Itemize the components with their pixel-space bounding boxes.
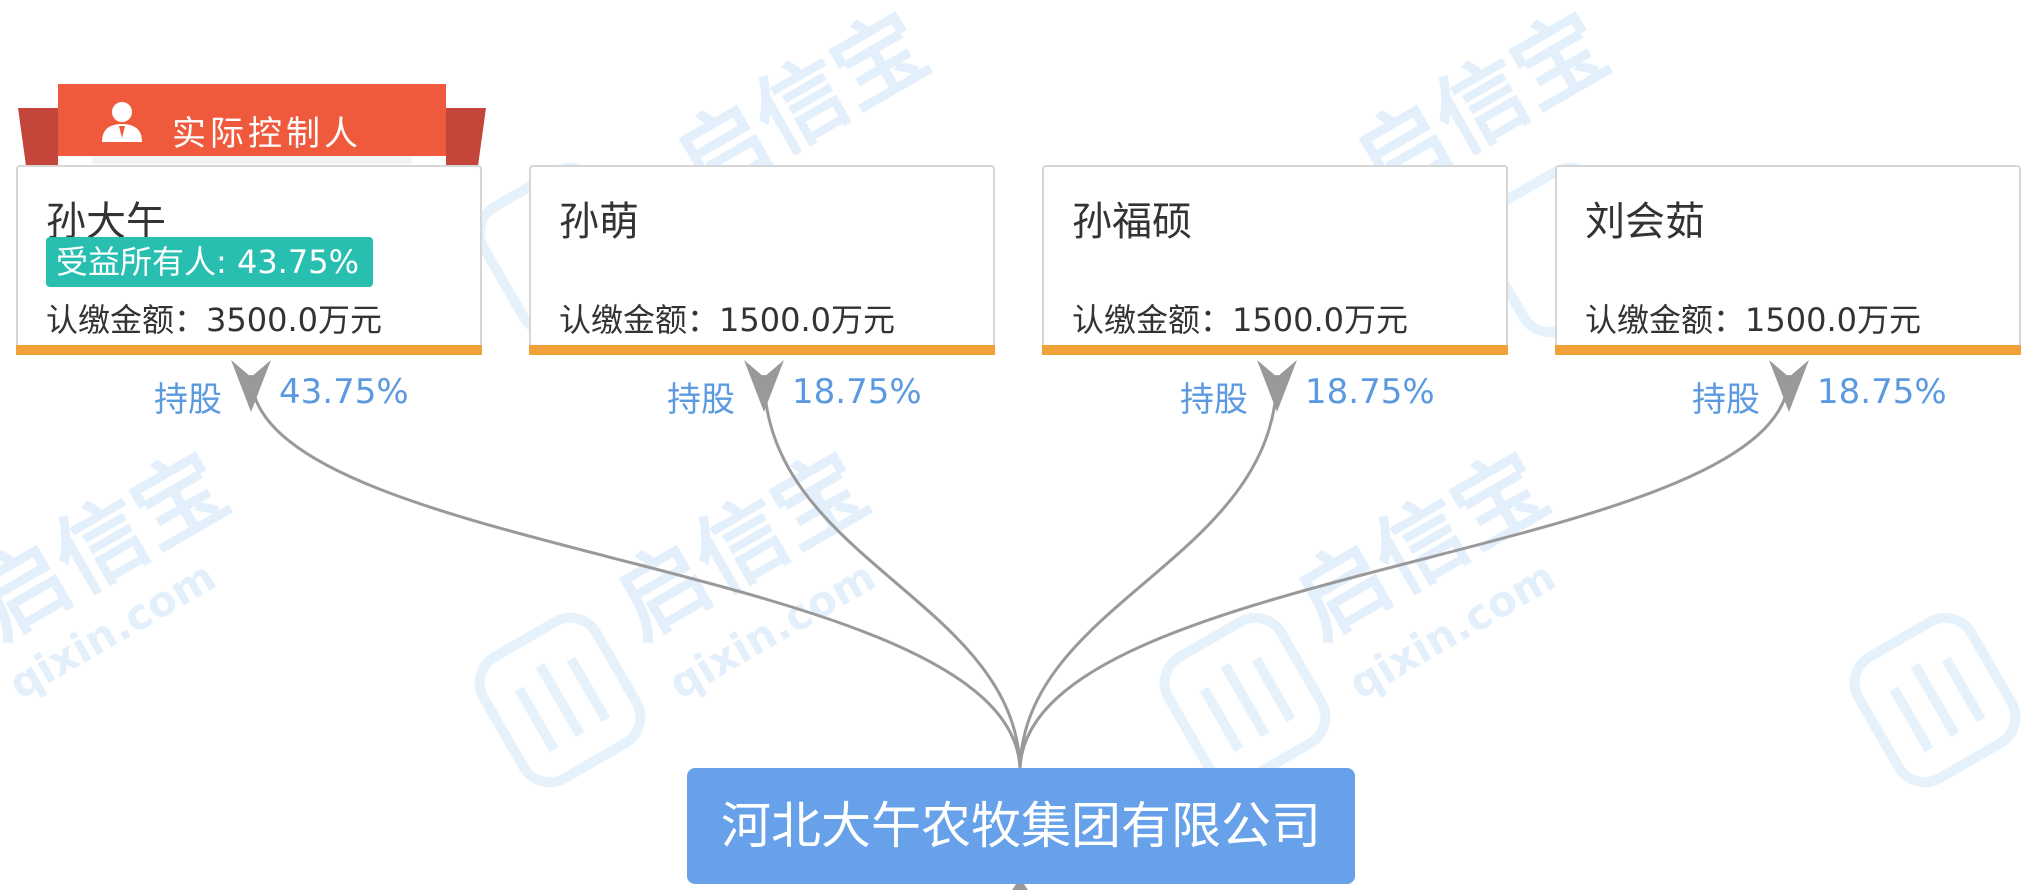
subscribed-amount: 认缴金额：1500.0万元 [1585, 301, 1921, 339]
card-accent-bar [1042, 345, 1508, 355]
holding-label: 持股 [154, 380, 222, 420]
arrow-down-icon [1257, 360, 1297, 412]
holding-label: 持股 [1180, 380, 1248, 420]
card-accent-bar [16, 345, 482, 355]
controller-label: 实际控制人 [172, 114, 362, 154]
subscribed-amount: 认缴金额：1500.0万元 [559, 301, 895, 339]
connector-4 [1018, 374, 1791, 769]
holding-label: 持股 [1692, 380, 1760, 420]
company-node[interactable]: 河北大午农牧集团有限公司 [687, 768, 1355, 884]
connector-2 [762, 374, 1022, 769]
shareholder-card[interactable]: 孙萌 认缴金额：1500.0万元 [529, 165, 995, 355]
holding-percent: 18.75% [1817, 372, 1947, 412]
subscribed-amount: 认缴金额：1500.0万元 [1072, 301, 1408, 339]
subscribed-amount: 认缴金额：3500.0万元 [46, 301, 382, 339]
person-icon [102, 102, 142, 142]
arrow-up-icon [1012, 878, 1028, 890]
holding-label: 持股 [667, 380, 735, 420]
arrow-down-icon [231, 360, 271, 412]
shareholder-name[interactable]: 孙萌 [559, 199, 639, 245]
shareholder-name[interactable]: 孙福硕 [1072, 199, 1192, 245]
card-accent-bar [1555, 345, 2021, 355]
holding-percent: 43.75% [279, 372, 409, 412]
connector-1 [249, 374, 1022, 769]
holding-percent: 18.75% [1305, 372, 1435, 412]
shareholder-card[interactable]: 刘会茹 认缴金额：1500.0万元 [1555, 165, 2021, 355]
card-accent-bar [529, 345, 995, 355]
shareholder-card[interactable]: 孙大午 受益所有人: 43.75% 认缴金额：3500.0万元 [16, 165, 482, 355]
holding-percent: 18.75% [792, 372, 922, 412]
shareholder-card[interactable]: 孙福硕 认缴金额：1500.0万元 [1042, 165, 1508, 355]
arrow-down-icon [1769, 360, 1809, 412]
shareholder-name[interactable]: 刘会茹 [1585, 199, 1705, 245]
arrow-down-icon [744, 360, 784, 412]
controller-ribbon [18, 84, 486, 166]
connector-3 [1018, 374, 1279, 769]
beneficial-owner-badge: 受益所有人: 43.75% [46, 237, 373, 287]
